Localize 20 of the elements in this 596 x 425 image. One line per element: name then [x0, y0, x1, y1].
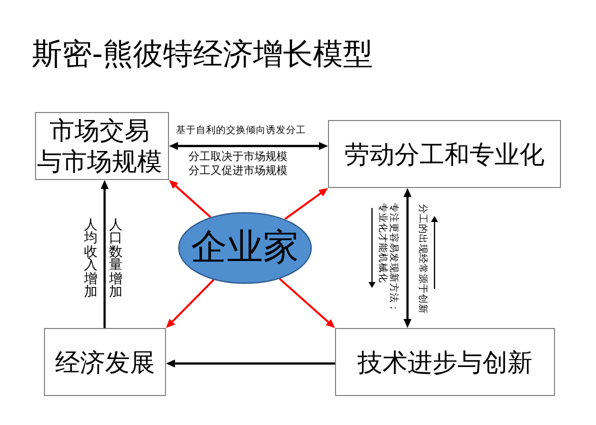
process-box: 市场交易与市场规模	[35, 112, 169, 180]
arrow	[284, 188, 328, 220]
arrow	[166, 360, 335, 368]
process-box: 劳动分工和专业化	[328, 120, 561, 188]
process-box: 技术进步与创新	[335, 328, 555, 396]
edge-label: 分工的出现经常源于创新	[416, 204, 428, 314]
arrow	[166, 279, 214, 328]
annotation-text: 分工又促进市场规模	[188, 164, 288, 178]
annotation-text: 人口数量增加	[109, 218, 122, 300]
arrow	[169, 142, 328, 150]
title: 斯密-熊彼特经济增长模型	[32, 37, 373, 73]
arrow	[169, 180, 212, 218]
annotation-text: 分工取决于市场规模	[188, 150, 288, 164]
arrow	[279, 278, 335, 328]
edge-label: 人均收入增加	[84, 218, 98, 300]
arrow	[404, 188, 412, 328]
ellipse-node: 企业家	[178, 212, 312, 284]
arrow	[100, 180, 109, 328]
edge-label: 基于自利的交换倾向诱发分工	[176, 125, 306, 137]
process-box: 经济发展	[44, 328, 166, 396]
